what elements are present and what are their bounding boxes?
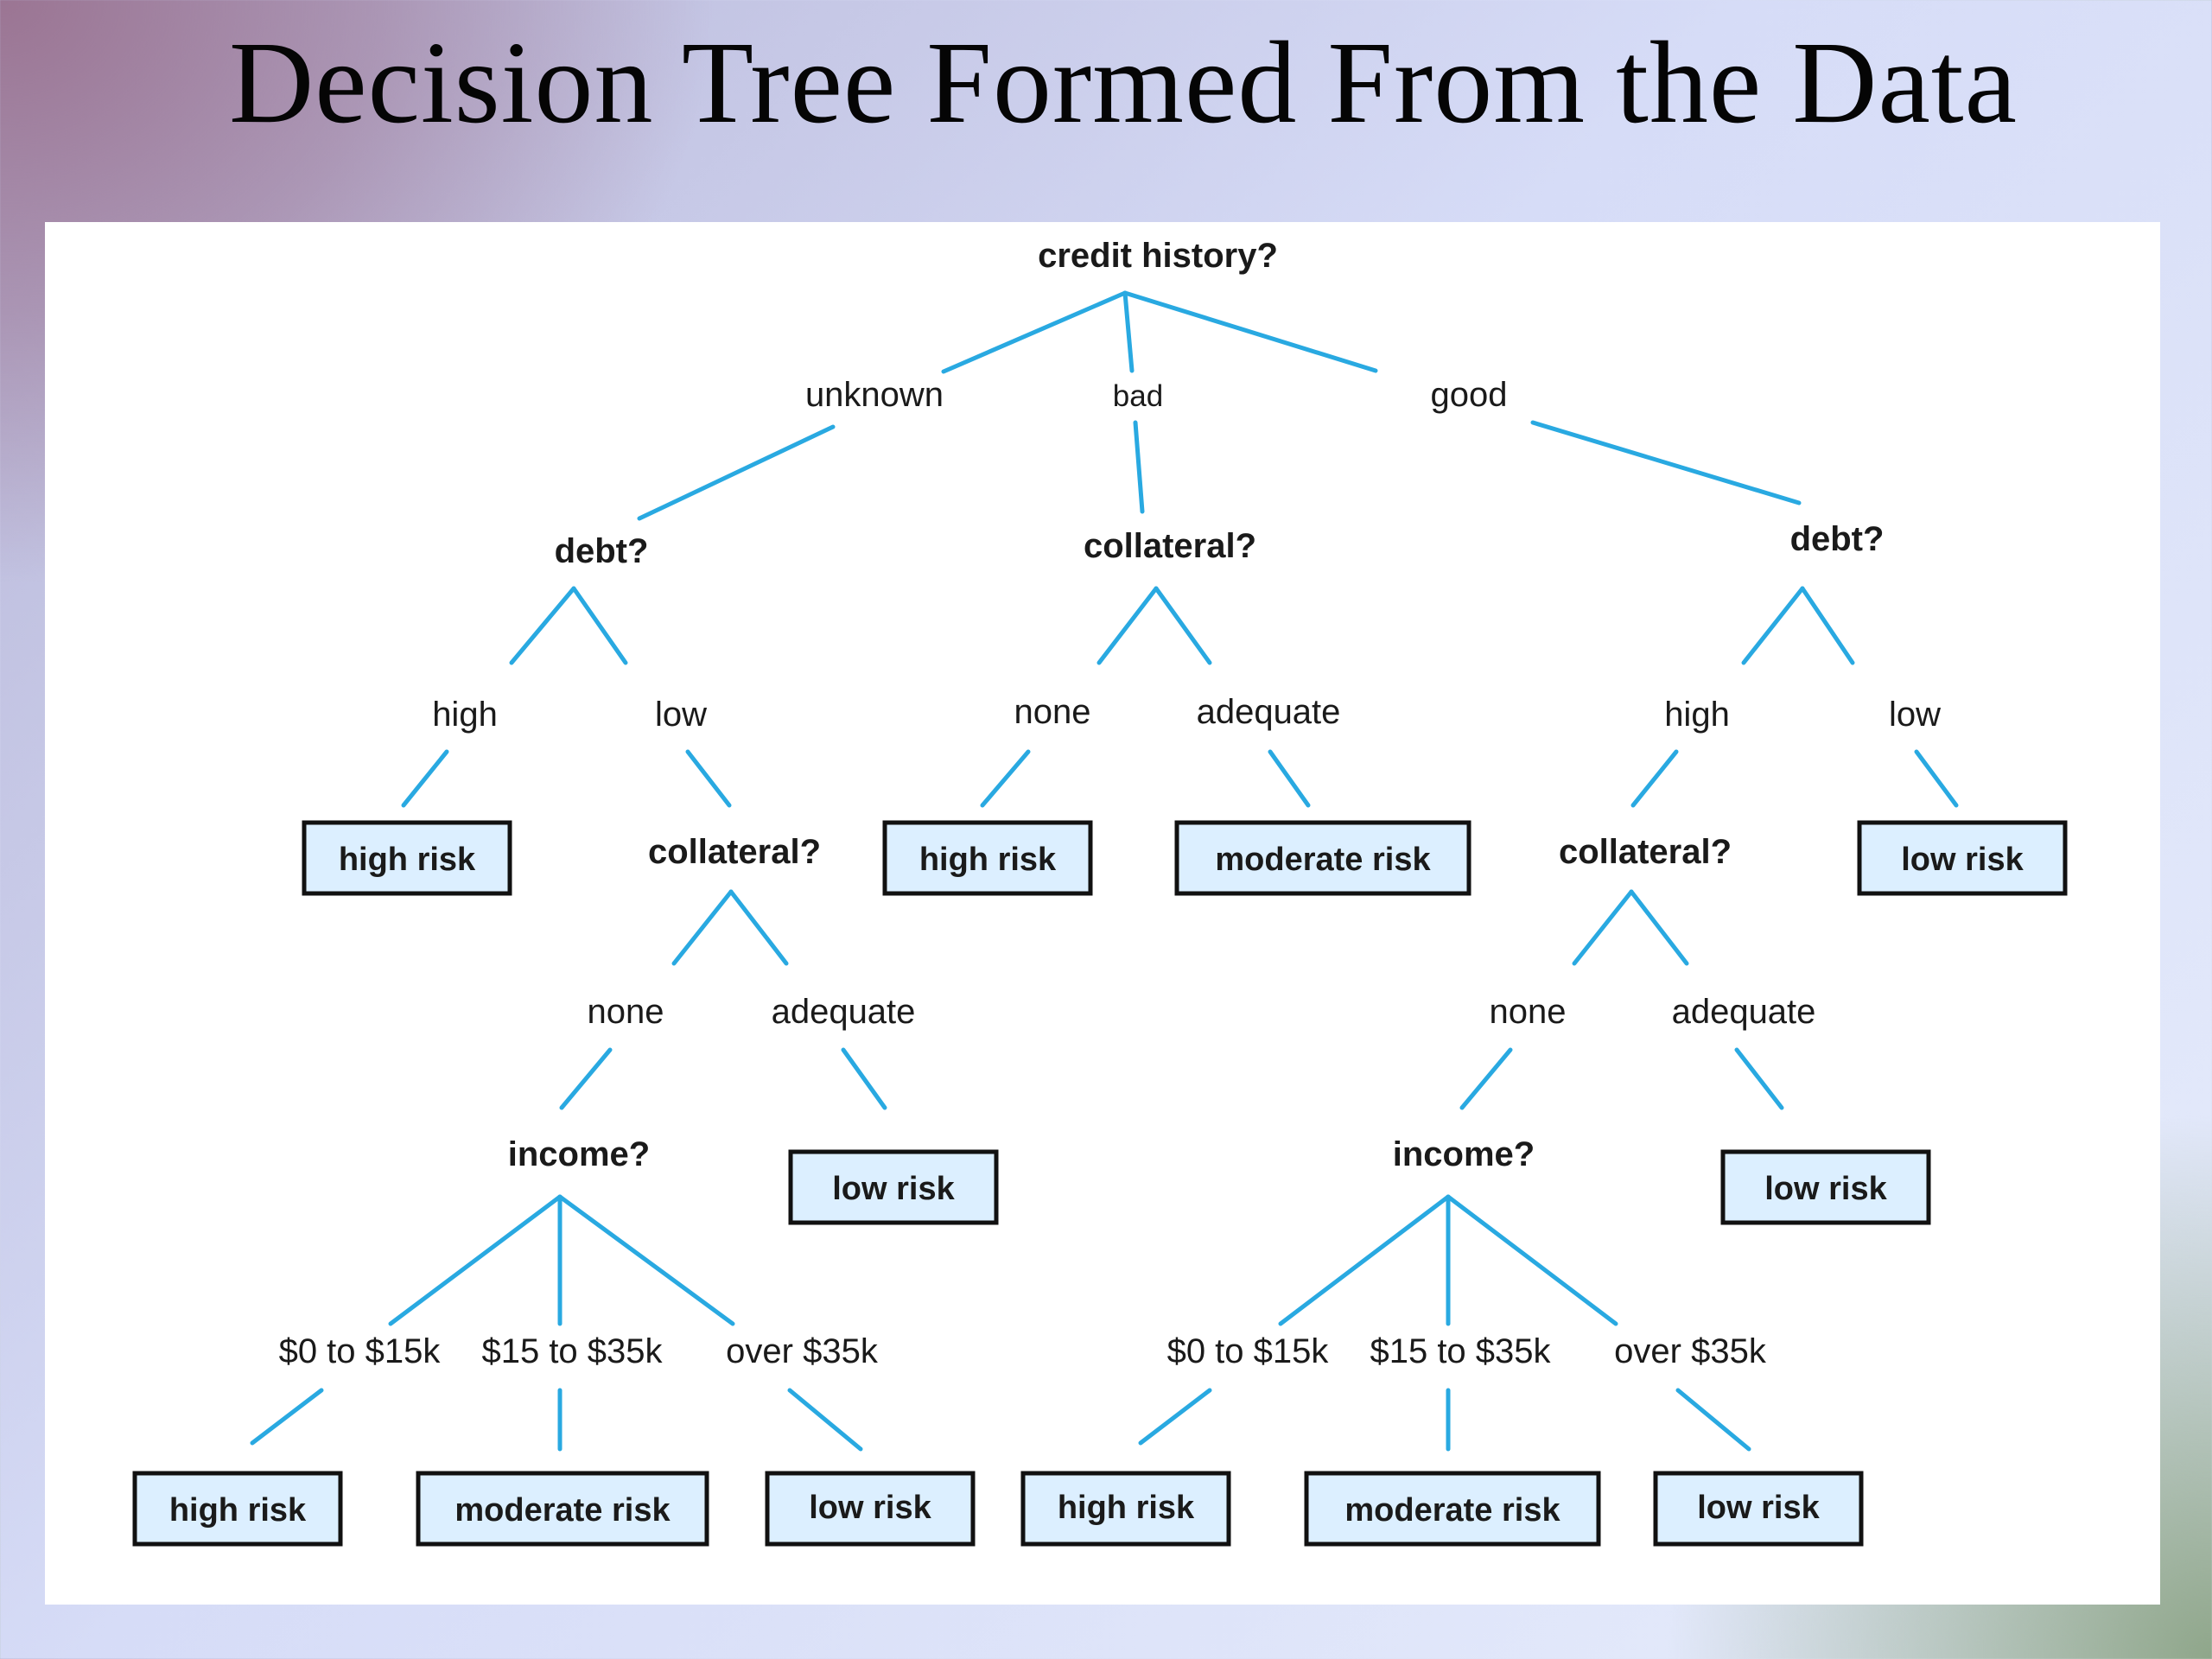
node-income-left: income? [508, 1135, 650, 1173]
edge-root-good-a [1122, 290, 1378, 373]
node-collateral-good-high: collateral? [1559, 833, 1732, 871]
edge-high-collateral-b [1630, 749, 1679, 808]
leaf-label: low risk [832, 1171, 955, 1207]
branch-income-left-3: over $35k [726, 1332, 879, 1370]
branch-adequate-1: adequate [1197, 693, 1341, 731]
edge-inc-l3-b [787, 1388, 863, 1452]
leaf-label: high risk [1058, 1490, 1195, 1526]
edge-low-leaf4-b [1914, 749, 1959, 808]
edge-unknown-debt-b [637, 424, 836, 521]
edge-inc-r1-b [1138, 1388, 1212, 1446]
edge-c1-adequate-a [728, 889, 789, 966]
branch-adequate-2: adequate [772, 993, 916, 1031]
branch-high-1: high [432, 696, 498, 734]
diagram-panel: credit history? debt? collateral? debt? … [45, 222, 2160, 1605]
edge-root-bad-a [1122, 290, 1135, 373]
branch-low-1: low [655, 696, 707, 734]
edge-inc-l1-a [388, 1194, 563, 1326]
branch-low-2: low [1889, 696, 1941, 734]
branch-none-2: none [588, 993, 664, 1031]
branch-none-1: none [1014, 693, 1091, 731]
leaf-label: moderate risk [454, 1492, 671, 1529]
edge-debt-good-high-a [1741, 586, 1805, 665]
leaf-l9: low risk [765, 1471, 976, 1547]
edge-inc-l1-b [250, 1388, 324, 1446]
leaf-label: moderate risk [1215, 842, 1431, 878]
branch-income-right-2: $15 to $35k [1370, 1332, 1551, 1370]
edge-low-collateral-b [685, 749, 732, 808]
edge-adequate-leaf3-b [1268, 749, 1311, 808]
branch-income-left-2: $15 to $35k [481, 1332, 663, 1370]
leaf-l6: low risk [1720, 1149, 1931, 1225]
leaf-l3: moderate risk [1174, 820, 1471, 896]
leaf-l5: low risk [788, 1149, 999, 1225]
leaf-l10: high risk [1020, 1471, 1231, 1547]
edge-debt-good-low-a [1800, 586, 1855, 665]
leaf-l2: high risk [882, 820, 1093, 896]
leaf-l12: low risk [1653, 1471, 1864, 1547]
node-collateral-unknown-low: collateral? [648, 833, 821, 871]
tree-edges [250, 290, 1959, 1452]
edge-c1-none-a [671, 889, 734, 966]
edge-inc-r3-a [1446, 1194, 1618, 1326]
leaf-l7: high risk [132, 1471, 343, 1547]
node-collateral-bad: collateral? [1084, 527, 1256, 565]
edge-c2-adequate-a [1629, 889, 1689, 966]
edge-inc-r1-a [1278, 1194, 1451, 1326]
leaf-label: high risk [919, 842, 1057, 878]
edge-none-leaf2-b [980, 749, 1031, 808]
branch-high-2: high [1664, 696, 1730, 734]
leaf-label: low risk [1697, 1490, 1820, 1526]
edge-adequate-leaf6-b [1734, 1047, 1784, 1110]
leaf-l8: moderate risk [416, 1471, 709, 1547]
branch-unknown: unknown [805, 376, 944, 414]
edge-adequate-leaf5-b [841, 1047, 887, 1110]
edge-debt-high-a [509, 586, 576, 665]
leaf-label: high risk [169, 1492, 307, 1529]
leaf-label: low risk [1901, 842, 2024, 878]
leaf-label: high risk [339, 842, 476, 878]
edge-none-income-b [559, 1047, 613, 1110]
node-credit-history: credit history? [1038, 237, 1278, 275]
edge-collateral-none-a [1096, 586, 1159, 665]
branch-bad: bad [1113, 379, 1163, 413]
node-income-right: income? [1393, 1135, 1535, 1173]
slide-title: Decision Tree Formed From the Data [229, 18, 2018, 148]
leaf-l1: high risk [302, 820, 512, 896]
branch-none-3: none [1490, 993, 1567, 1031]
decision-tree: credit history? debt? collateral? debt? … [132, 237, 2068, 1547]
leaf-label: moderate risk [1344, 1492, 1560, 1529]
branch-adequate-3: adequate [1672, 993, 1816, 1031]
edge-high-leaf1-b [401, 749, 449, 808]
leaf-l4: low risk [1857, 820, 2068, 896]
branch-income-left-1: $0 to $15k [279, 1332, 442, 1370]
branch-good: good [1431, 376, 1508, 414]
node-debt-unknown: debt? [555, 532, 649, 570]
edge-c2-none-a [1572, 889, 1634, 966]
edge-good-debt-b [1530, 420, 1802, 505]
edge-inc-l3-a [557, 1194, 735, 1326]
edge-debt-low-a [571, 586, 628, 665]
edge-inc-r3-b [1675, 1388, 1751, 1452]
node-debt-good: debt? [1790, 520, 1885, 558]
branch-income-right-3: over $35k [1614, 1332, 1767, 1370]
branch-income-right-1: $0 to $15k [1167, 1332, 1330, 1370]
edge-collateral-adequate-a [1154, 586, 1212, 665]
edge-none-income2-b [1459, 1047, 1513, 1110]
leaf-label: low risk [1764, 1171, 1887, 1207]
leaf-l11: moderate risk [1304, 1471, 1601, 1547]
leaf-label: low risk [809, 1490, 931, 1526]
edge-bad-collateral-b [1133, 420, 1145, 514]
edge-root-unknown-a [941, 290, 1128, 374]
